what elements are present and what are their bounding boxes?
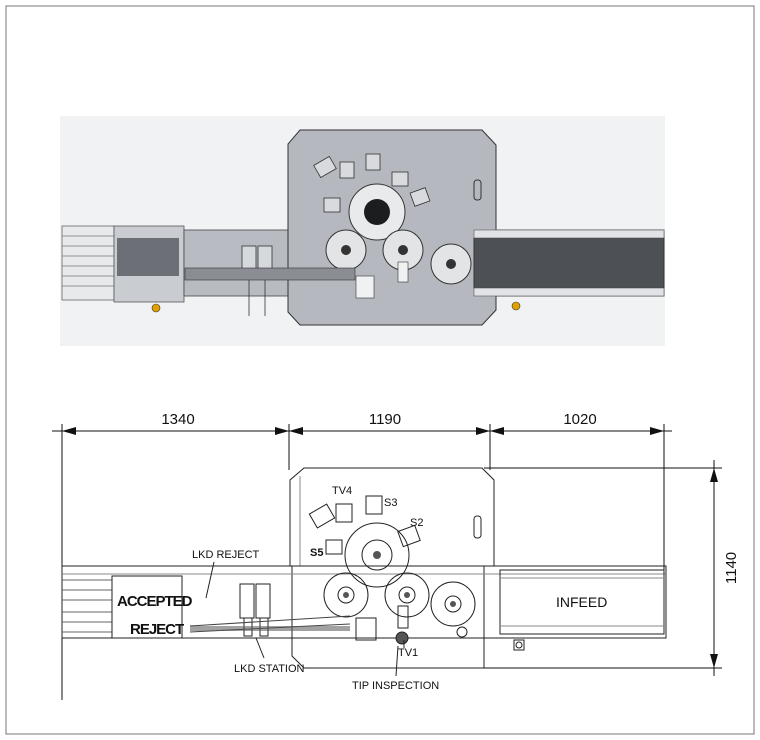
housing-outline [289,467,495,669]
label-tv4: TV4 [332,485,352,497]
label-s2: S2 [410,517,423,529]
label-s5: S5 [310,547,323,559]
dimension-lines [52,424,722,700]
machine-render-view [60,116,665,346]
label-reject: REJECT [130,621,184,638]
accept-bin-dark [117,238,179,276]
drawing-hatching [190,551,456,631]
bed-outline [61,565,667,639]
emergency-stop-right [511,301,521,311]
label-lkd-reject: LKD REJECT [192,549,260,561]
label-s3: S3 [384,497,397,509]
dimension-1340: 1340 [161,411,194,428]
dimension-1020: 1020 [563,411,596,428]
label-tip-inspection: TIP INSPECTION [352,680,439,692]
star-wheel-outline-1 [323,572,369,618]
main-wheel-outline [344,522,410,588]
spiral-conveyor [184,267,356,281]
infeed-belt [473,237,665,289]
machine-line-drawing [61,467,667,677]
dimension-arrows [62,427,718,668]
label-tv1: TV1 [398,647,418,659]
star-wheel-outline-3 [430,581,476,627]
main-wheel-hub-outline [361,539,393,571]
dimension-1140: 1140 [723,552,740,584]
label-lkd-station: LKD STATION [234,663,305,675]
bins-outline [111,575,183,639]
infeed-outline [499,569,665,635]
label-accepted: ACCEPTED [117,593,193,610]
page-border [5,5,755,735]
main-turret-hub [364,199,390,225]
outfeed-rails [61,225,115,301]
dimension-1190: 1190 [369,411,401,428]
emergency-stop-left [151,303,161,313]
label-infeed: INFEED [556,594,607,610]
star-wheel-outline-2 [384,572,430,618]
